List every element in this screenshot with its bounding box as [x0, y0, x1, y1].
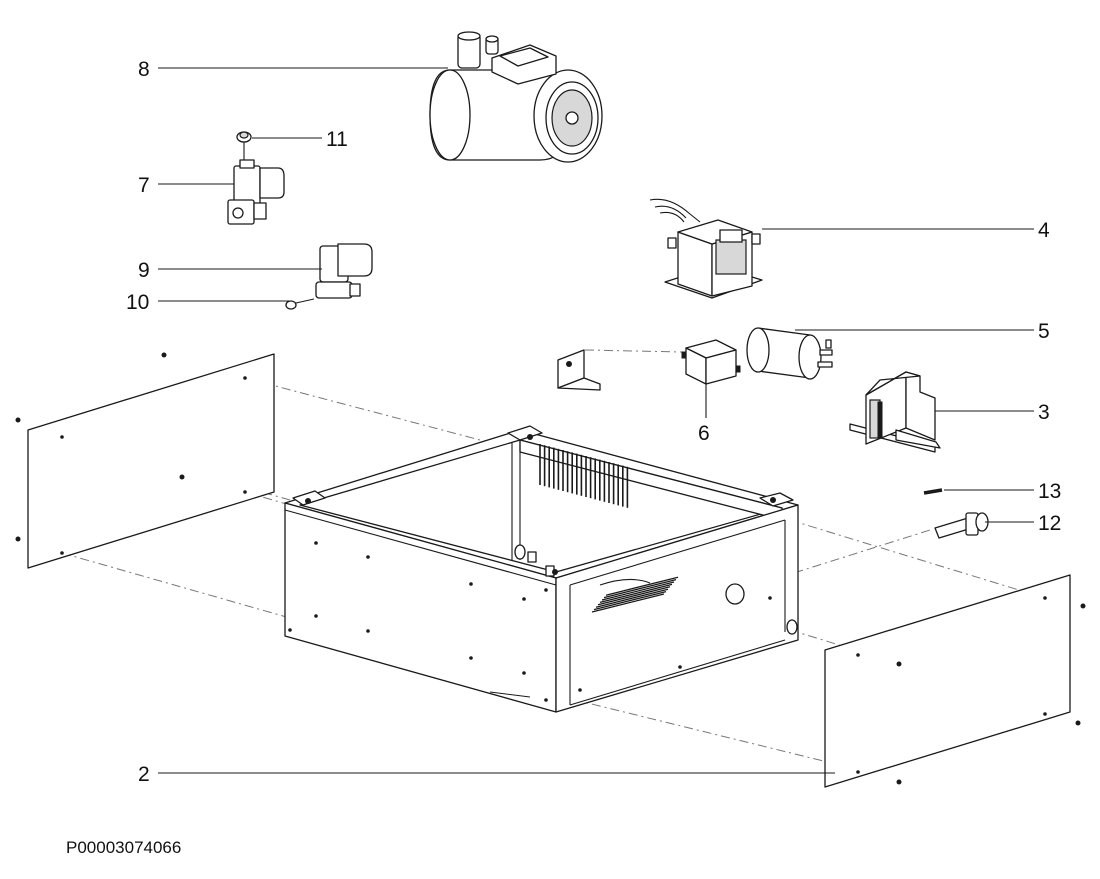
callout-7: 7	[138, 174, 150, 197]
vent-slot	[593, 590, 667, 611]
vent-slot	[591, 593, 665, 613]
right-panel-screws	[896, 603, 1086, 785]
solenoid-valve-9	[315, 243, 373, 299]
left-side-panel	[27, 353, 275, 569]
mounting-bracket	[557, 349, 601, 391]
callout-2: 2	[138, 763, 150, 786]
indicator-switch	[934, 512, 989, 539]
callout-9: 9	[138, 259, 150, 282]
solenoid-valve-7	[227, 159, 285, 225]
callout-3: 3	[1038, 401, 1050, 424]
vent-slot	[599, 583, 673, 604]
callout-6: 6	[698, 422, 710, 445]
cabinet-vent-slots	[539, 444, 679, 613]
terminal-block	[849, 371, 941, 453]
rod	[923, 488, 943, 495]
callout-5: 5	[1038, 320, 1050, 343]
callout-12: 12	[1038, 512, 1061, 535]
callout-numbers: 8 11 7 4 9 10 5 6 3 13 12 2	[126, 58, 1061, 786]
capacitor	[746, 327, 833, 380]
left-panel-screws	[15, 352, 185, 542]
right-side-panel	[824, 574, 1071, 788]
vent-slot	[605, 576, 679, 596]
relay	[681, 339, 741, 385]
vent-slot	[595, 588, 669, 608]
callout-leaders	[158, 67, 1034, 774]
base-cabinet	[284, 425, 799, 713]
vent-slot	[601, 581, 675, 601]
vent-slot	[597, 586, 671, 606]
callout-4: 4	[1038, 219, 1050, 242]
callout-8: 8	[138, 58, 150, 81]
document-id: P00003074066	[66, 838, 182, 857]
transformer	[649, 198, 763, 299]
callout-11: 11	[326, 128, 348, 151]
callout-10: 10	[126, 291, 149, 314]
callout-13: 13	[1038, 480, 1061, 503]
vent-slot	[603, 578, 677, 599]
pump-motor	[429, 31, 603, 163]
